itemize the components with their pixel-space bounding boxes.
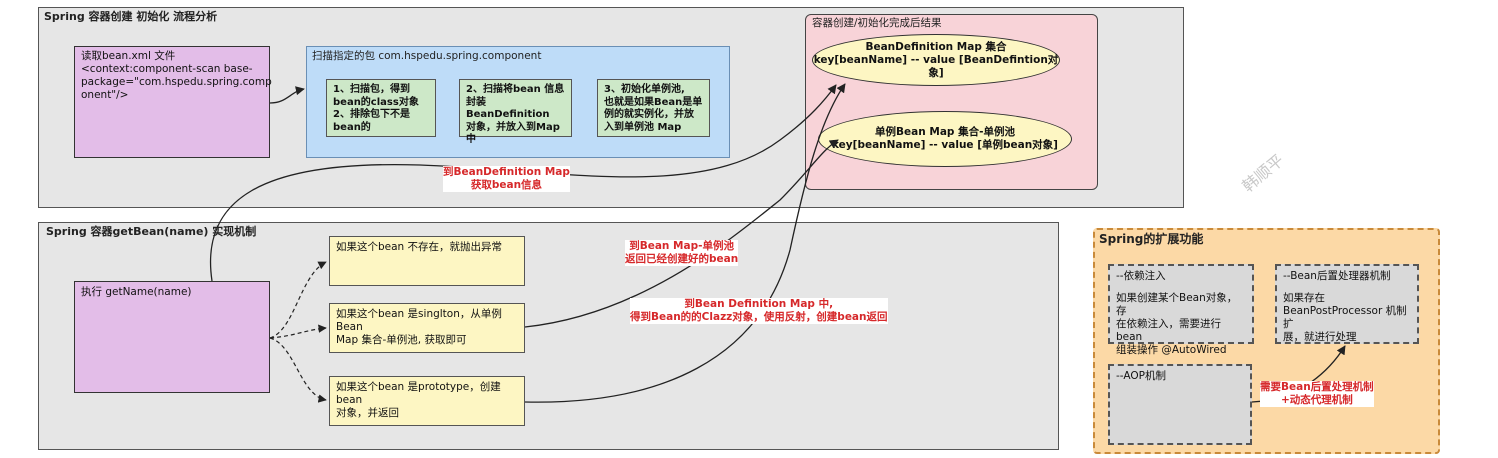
label-to-definition-map-reflect: 到Bean Definition Map 中,得到Bean的的Clazz对象，使… [630,298,888,324]
getbean-panel-title: Spring 容器getBean(name) 实现机制 [46,225,257,238]
exec-to-case2-arrow [269,324,327,339]
label-aop-needs: 需要Bean后置处理机制+动态代理机制 [1260,381,1374,407]
read-xml-box: 读取bean.xml 文件 <context:component-scan ba… [74,46,272,158]
bean-definition-map-ellipse: BeanDefinition Map 集合 key[beanName] -- v… [812,34,1060,86]
exec-to-case3-arrow [269,337,327,403]
case-not-exist-box: 如果这个bean 不存在，就抛出异常 [329,236,525,286]
scan-package-title: 扫描指定的包 com.hspedu.spring.component [312,50,542,62]
exec-getname-box: 执行 getName(name) [74,281,270,393]
singleton-to-pool-arrow [524,139,839,328]
exec-to-case1-arrow [269,261,327,339]
prototype-to-defmap-arrow [524,83,846,403]
extension-panel-title: Spring的扩展功能 [1099,232,1204,246]
result-box-title: 容器创建/初始化完成后结果 [812,17,942,29]
aop-box: --AOP机制 [1108,364,1252,445]
singleton-pool-ellipse: 单例Bean Map 集合-单例池 key[beanName] -- value… [818,111,1072,167]
scan-step-3: 3、初始化单例池,也就是如果Bean是单 例的就实例化，并放入到单例池 Map [597,79,710,137]
label-to-singleton-pool: 到Bean Map-单例池返回已经创建好的bean [625,240,739,266]
xml-to-scan-arrow [269,86,305,104]
creation-panel-title: Spring 容器创建 初始化 流程分析 [44,10,218,23]
